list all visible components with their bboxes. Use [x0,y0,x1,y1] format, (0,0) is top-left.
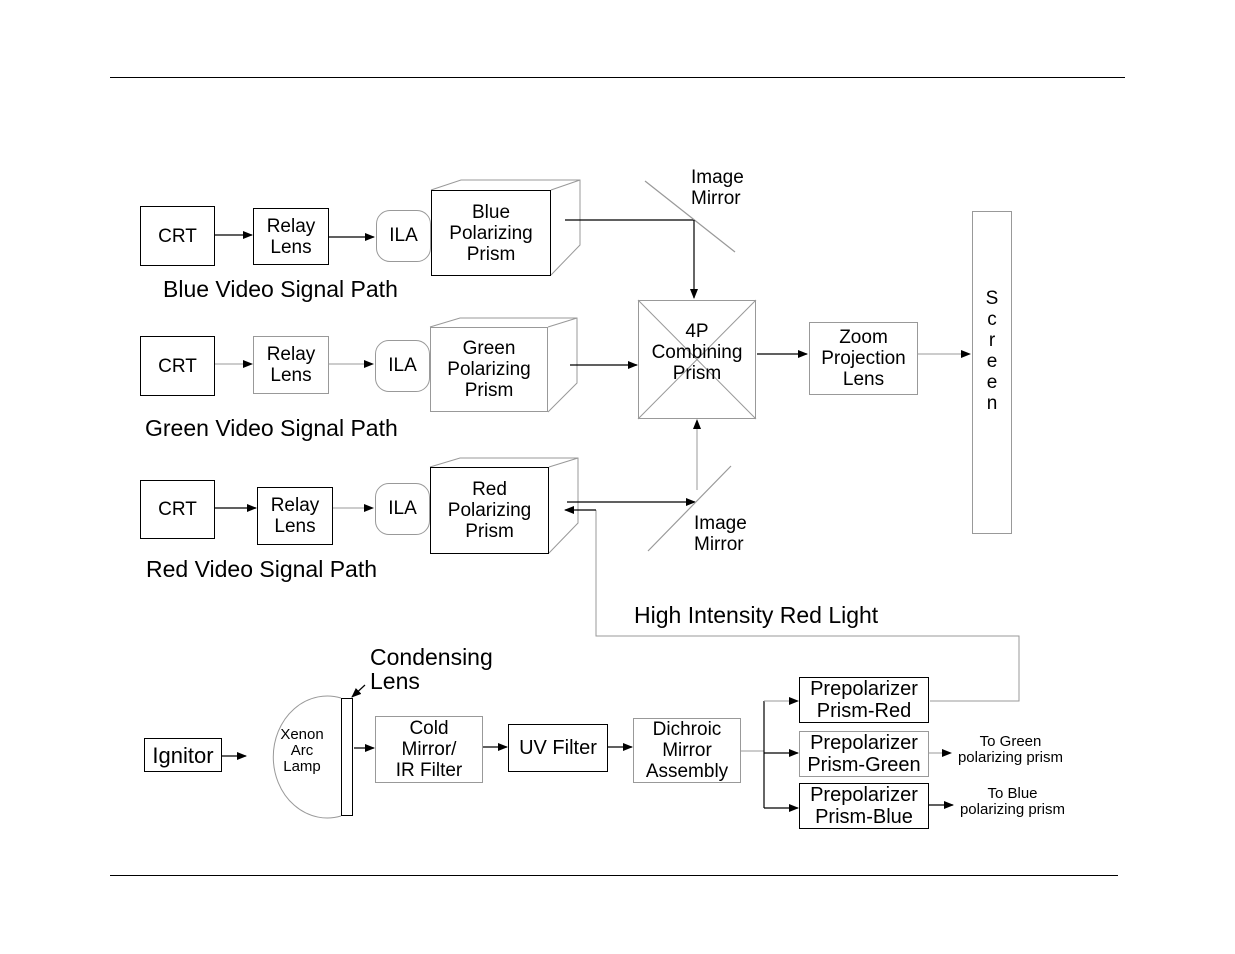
combining-prism-label: 4P Combining Prism [651,320,743,384]
bottom-image-mirror-label: Image Mirror [694,513,747,555]
condensing-lens-label: Condensing Lens [370,644,493,694]
red-relay-lens-box: Relay Lens [257,487,333,545]
condensing-lens [341,698,353,816]
prepolarizer-prism-blue: Prepolarizer Prism-Blue [799,783,929,829]
green-path-label: Green Video Signal Path [145,415,398,441]
red-polarizing-prism: Red Polarizing Prism [430,467,549,554]
ignitor-box: Ignitor [144,738,222,772]
red-crt-box: CRT [140,480,215,539]
zoom-projection-lens: Zoom Projection Lens [809,322,918,395]
green-polarizing-prism: Green Polarizing Prism [430,327,548,412]
dichroic-mirror-assembly: Dichroic Mirror Assembly [633,718,741,783]
red-ila: ILA [375,483,430,535]
red-path-label: Red Video Signal Path [146,556,378,582]
combining-prism-cross [637,299,757,420]
red-prism-depth [429,457,579,554]
blue-prism-depth [430,179,581,276]
bottom-rule [110,875,1118,876]
prepolarizer-prism-green: Prepolarizer Prism-Green [799,731,929,777]
screen: S c r e e n [972,211,1012,534]
xenon-lamp-shape [272,695,342,819]
condensing-lens-pointer [351,684,366,698]
combining-prism-box [638,300,756,419]
top-rule [110,77,1125,78]
top-image-mirror [644,180,736,253]
uv-filter-box: UV Filter [508,724,608,772]
blue-path-label: Blue Video Signal Path [163,276,398,302]
green-relay-lens-box: Relay Lens [253,336,329,394]
to-blue-label: To Blue polarizing prism [959,785,1066,818]
blue-relay-lens-box: Relay Lens [253,208,329,265]
prepolarizer-prism-red: Prepolarizer Prism-Red [799,677,929,723]
top-image-mirror-label: Image Mirror [691,167,744,209]
red-light-feedback-line [595,510,1020,702]
red-light-label: High Intensity Red Light [634,602,879,628]
green-crt-box: CRT [140,336,215,396]
cold-mirror-ir-filter: Cold Mirror/ IR Filter [375,716,483,783]
bottom-image-mirror [647,465,732,552]
blue-ila: ILA [376,210,431,262]
green-prism-depth [429,317,578,413]
green-ila: ILA [375,340,430,392]
xenon-arc-lamp-label: Xenon Arc Lamp [280,726,324,775]
blue-polarizing-prism: Blue Polarizing Prism [431,190,551,276]
to-green-label: To Green polarizing prism [957,733,1064,766]
blue-crt-box: CRT [140,206,215,266]
